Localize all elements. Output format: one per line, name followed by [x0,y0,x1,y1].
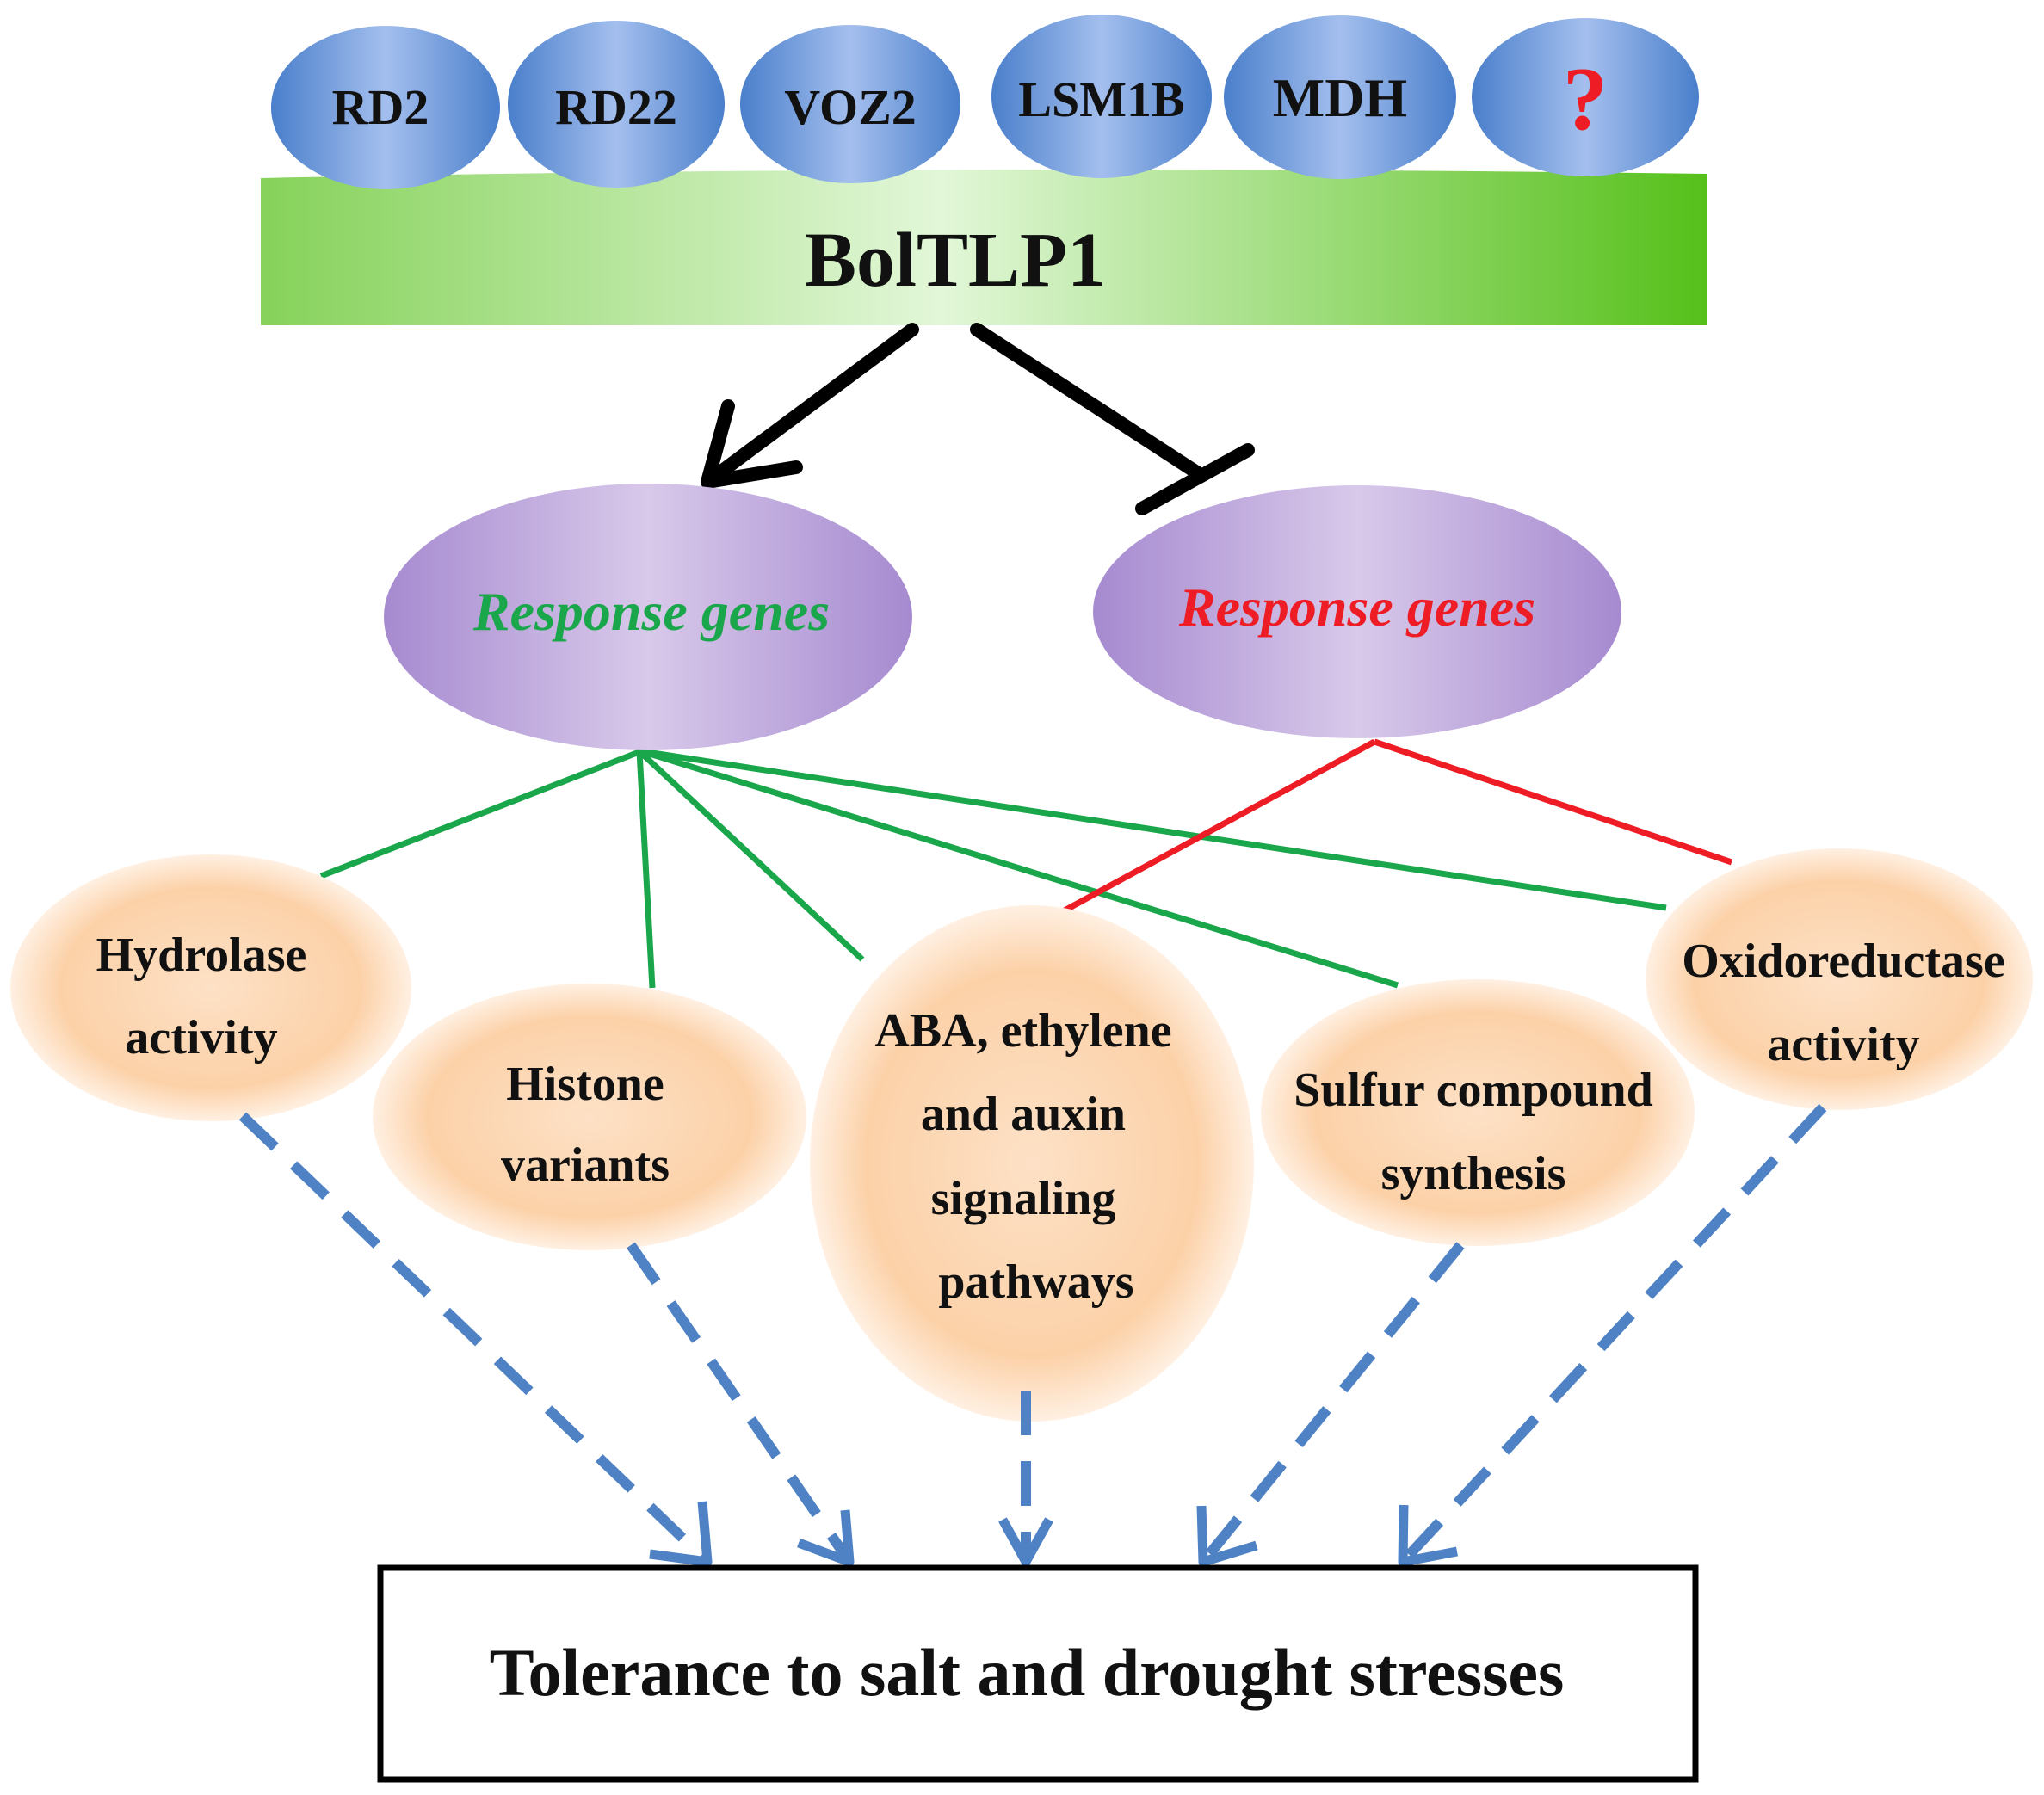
function-label: synthesis [1381,1147,1566,1200]
link-to-sulfur [639,748,1399,989]
link-to-hydrolase [319,748,643,879]
interactor-label: MDH [1273,67,1407,128]
link-to-aba [637,749,865,962]
link-to-histone [636,750,656,989]
function-hydrolase-activity: Hydrolase activity [10,854,411,1121]
function-label: activity [125,1011,277,1064]
outcome-box: Tolerance to salt and drought stresses [377,1564,1699,1783]
activation-arrow [701,323,919,489]
interactor-label: VOZ2 [784,79,917,135]
interactor-label: RD2 [332,79,429,135]
function-label: Sulfur compound [1294,1064,1653,1117]
function-label: pathways [938,1255,1133,1309]
dashed-arrow-hydrolase [238,1112,713,1567]
function-histone-variants: Histone variants [373,984,806,1250]
red-link-to-oxidoreductase [1373,738,1733,866]
function-label: and auxin [921,1088,1126,1141]
dashed-arrow-aba [998,1391,1053,1567]
dashed-arrow-sulfur [1196,1242,1465,1567]
function-label: variants [501,1138,670,1192]
function-label: Oxidoreductase [1682,935,2004,988]
response-genes-downregulated: Response genes [1093,485,1621,738]
boltlp1-bar-shape [261,170,1707,325]
function-oxidoreductase-activity: Oxidoreductase activity [1646,848,2033,1110]
function-label: signaling [931,1172,1116,1225]
response-genes-down-label: Response genes [1178,577,1535,638]
function-sulfur-compound-synthesis: Sulfur compound synthesis [1261,979,1695,1246]
interactor-voz2: VOZ2 [740,25,960,183]
function-label: activity [1767,1018,1919,1071]
interactor-label: RD22 [555,79,677,135]
response-genes-upregulated: Response genes [384,484,912,750]
function-aba-ethylene-auxin: ABA, ethylene and auxin signaling pathwa… [810,905,1254,1422]
interactor-label: LSM1B [1018,71,1184,127]
red-links [1063,738,1733,914]
link-to-oxidoreductase [640,748,1667,911]
inhibition-line [970,323,1255,515]
question-mark-label: ? [1563,48,1609,149]
function-label: Hydrolase [96,928,307,982]
red-link-to-aba [1063,738,1376,914]
boltlp1-bar: BolTLP1 [261,170,1707,325]
interactor-unknown: ? [1472,18,1699,176]
interactor-rd2: RD2 [271,26,500,189]
response-genes-up-label: Response genes [472,581,830,642]
dashed-arrows [238,1103,1827,1567]
function-label: Histone [506,1058,664,1111]
function-label: ABA, ethylene [874,1004,1171,1058]
interactor-mdh: MDH [1224,15,1456,179]
outcome-label: Tolerance to salt and drought stresses [490,1635,1565,1710]
green-links [319,748,1667,989]
interactor-lsm1b: LSM1B [991,15,1212,178]
interactor-rd22: RD22 [508,21,725,188]
boltlp1-label: BolTLP1 [805,218,1106,303]
dashed-arrow-oxidoreductase [1398,1103,1827,1567]
dashed-arrow-histone [627,1242,855,1567]
